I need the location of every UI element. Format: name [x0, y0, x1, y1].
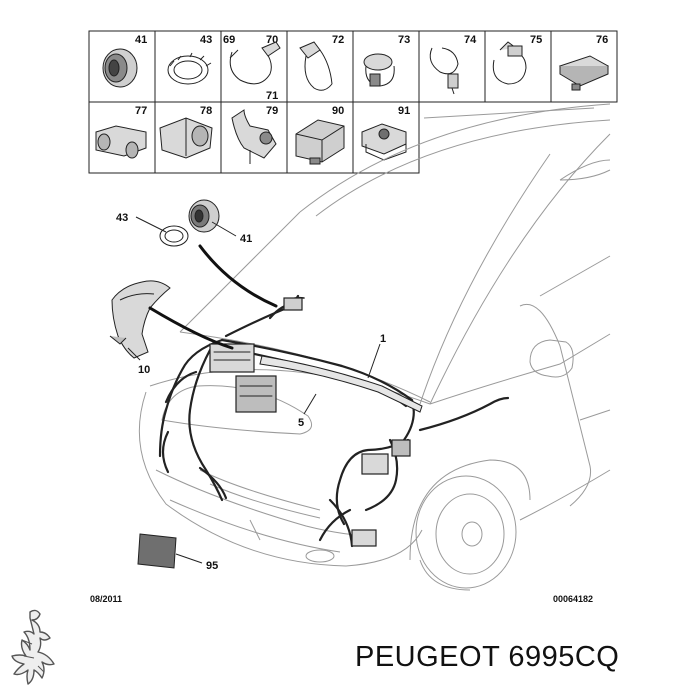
part-79-guide-icon: [231, 109, 277, 164]
callout-leaders: [127, 216, 381, 564]
arrow-grommet-to-harness: [198, 244, 278, 308]
part-43-ring-clip-icon: [167, 52, 212, 85]
part-77-bracket-icon: [95, 125, 147, 159]
part-78-holder-icon: [159, 117, 213, 159]
diagram-date: 08/2011: [90, 594, 122, 604]
car-outline: [138, 103, 611, 591]
cell-label-90: 90: [332, 105, 344, 117]
part-caption: PEUGEOT 6995CQ: [355, 641, 620, 673]
grid-row2-frame: [88, 101, 420, 174]
cell-label-79: 79: [266, 105, 278, 117]
part-74-loop-clip-icon: [429, 47, 459, 95]
arrow-guide-to-harness: [148, 306, 234, 350]
part-72-cable-tie-icon: [299, 41, 333, 91]
part-43-ring-scene: [159, 225, 189, 247]
cell-label-77: 77: [135, 105, 147, 117]
part-73-clip-icon: [363, 53, 395, 87]
cell-label-74: 74: [464, 34, 477, 46]
callout-1: 1: [380, 333, 386, 345]
cell-label-72: 72: [332, 34, 344, 46]
part-70-strap-tie-icon: [229, 41, 281, 85]
part-41-grommet-icon: [102, 48, 138, 88]
part-75-tie-clip-icon: [492, 41, 527, 85]
cell-label-73: 73: [398, 34, 410, 46]
part-91-nut-clip-icon: [361, 123, 407, 161]
parts-grid: [88, 30, 618, 174]
cell-label-71: 71: [266, 90, 278, 102]
peugeot-lion-logo-icon: [11, 609, 55, 685]
cell-label-69: 69: [223, 34, 235, 46]
callout-5: 5: [298, 417, 304, 429]
part-10-harness-guide: [109, 280, 171, 359]
leader-arrows: [148, 244, 278, 350]
cell-label-76: 76: [596, 34, 608, 46]
diagram-code: 00064182: [553, 594, 593, 604]
cell-label-43: 43: [200, 34, 212, 46]
callout-41: 41: [240, 233, 252, 245]
wiring-harness: [158, 294, 510, 548]
cell-label-41: 41: [135, 34, 147, 46]
part-95-label-plate: [137, 533, 177, 569]
part-90-connector-housing-icon: [295, 119, 345, 165]
callout-43: 43: [116, 212, 128, 224]
cell-label-91: 91: [398, 105, 410, 117]
part-5-trim-strip: [259, 355, 423, 413]
cell-label-75: 75: [530, 34, 542, 46]
part-41-grommet-scene: [188, 199, 220, 233]
callout-95: 95: [206, 560, 218, 572]
callout-10: 10: [138, 364, 150, 376]
cell-label-78: 78: [200, 105, 212, 117]
part-76-connector-clip-icon: [558, 55, 610, 91]
